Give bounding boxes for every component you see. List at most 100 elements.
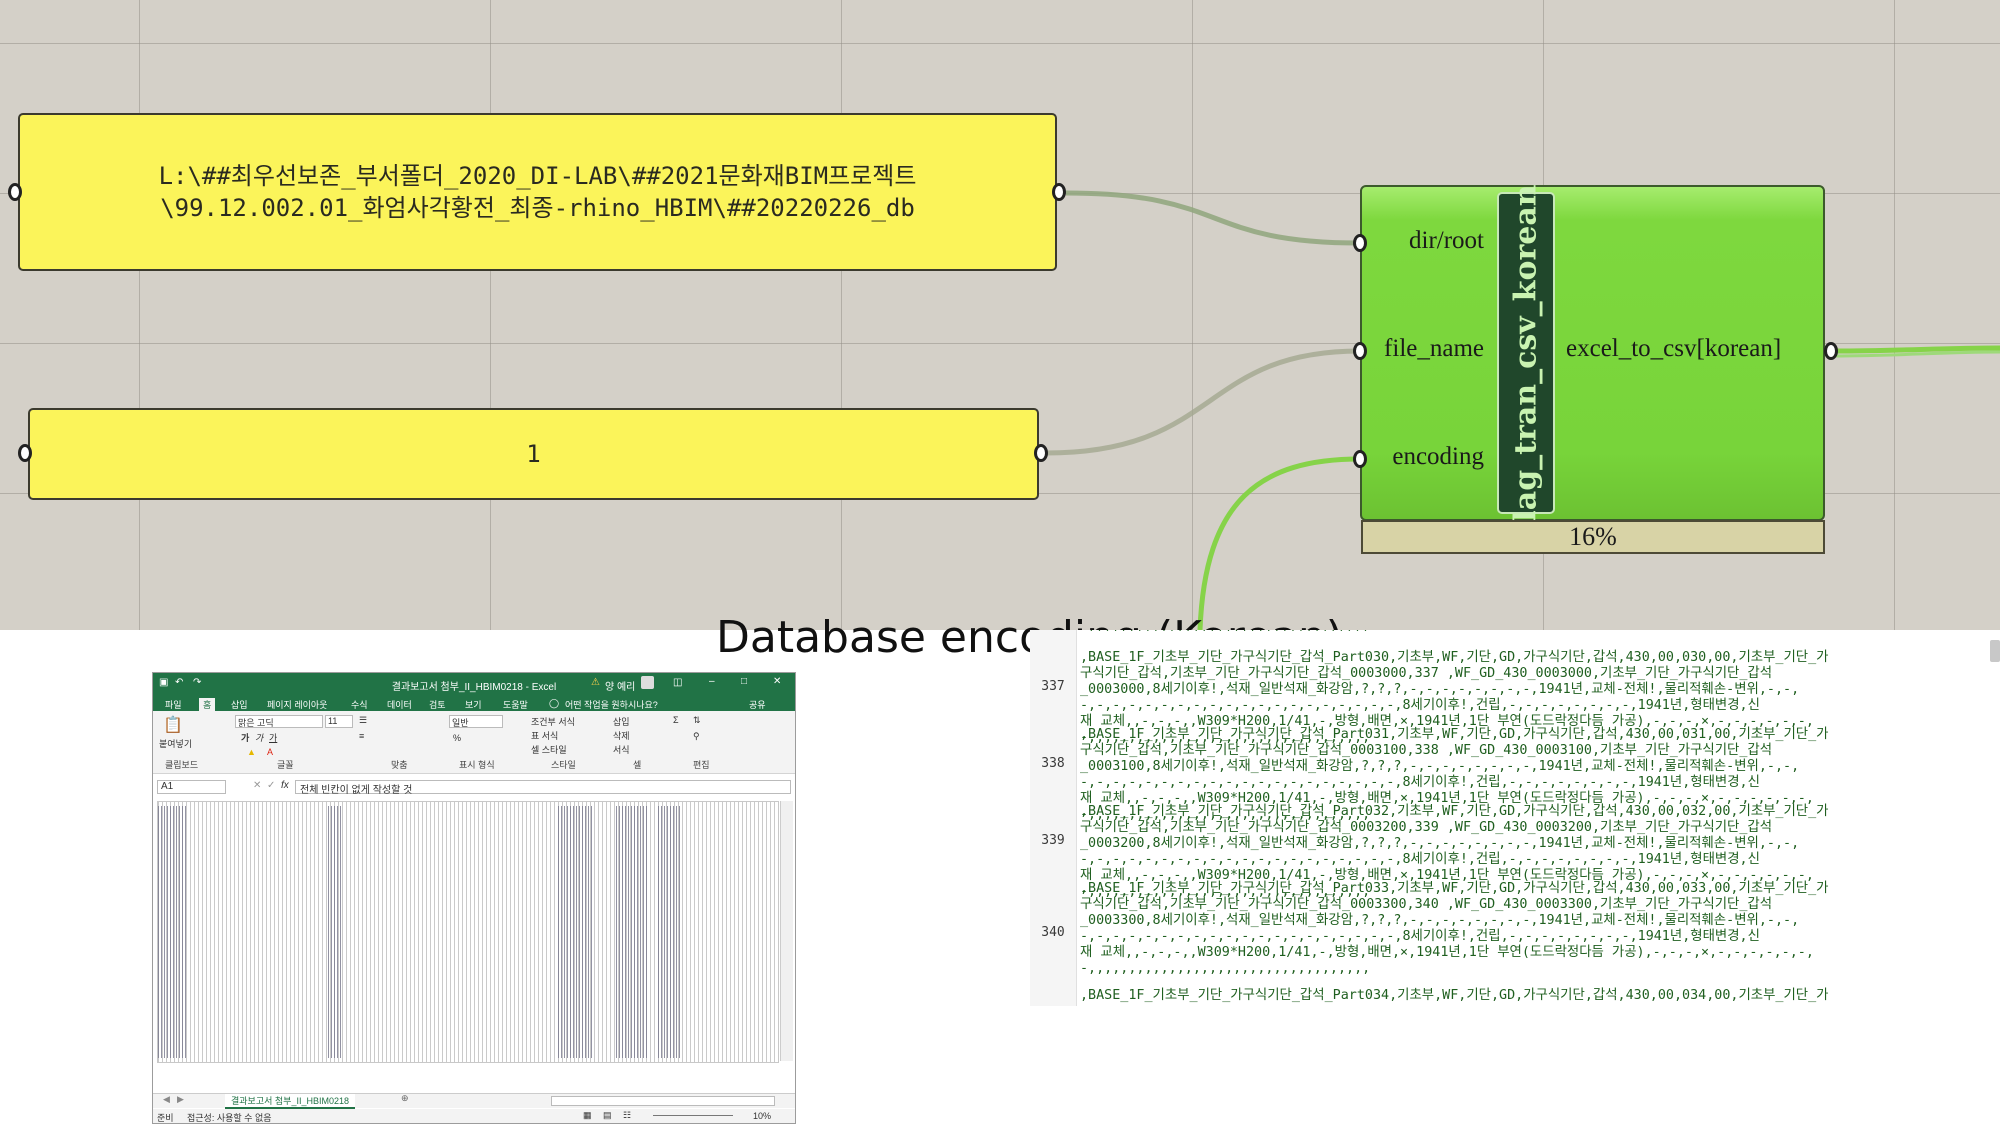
dir-root-grip[interactable] xyxy=(1353,234,1367,252)
status-bar: 준비 접근성: 사용할 수 없음 ▦ ▤ ☷ 10% xyxy=(153,1109,795,1123)
avatar[interactable] xyxy=(641,676,654,689)
undo-icon[interactable]: ↶ xyxy=(175,677,184,688)
output-excel-to-csv[interactable]: excel_to_csv[korean] xyxy=(1566,335,1782,362)
log-scrollbar[interactable] xyxy=(1990,640,2000,662)
tell-me-box[interactable]: 어떤 작업을 원하시나요? xyxy=(565,700,658,710)
normal-view-icon[interactable]: ▦ xyxy=(583,1110,592,1120)
sort-filter-icon[interactable]: ⇅ xyxy=(693,715,701,725)
bold-button[interactable]: 가 xyxy=(241,733,250,743)
number-panel-output-grip[interactable] xyxy=(1034,444,1048,462)
conditional-format-button[interactable]: 조건부 서식 xyxy=(531,717,575,727)
log-row[interactable]: 338,BASE_1F_기초부_기단_가구식기단_갑석_Part031,기초부,… xyxy=(1030,725,2000,822)
component-name-strip xyxy=(1497,192,1555,514)
data-band xyxy=(658,806,682,1058)
format-cells-button[interactable]: 서식 xyxy=(613,745,630,755)
zoom-slider[interactable] xyxy=(653,1115,733,1116)
save-icon[interactable]: ▣ xyxy=(159,677,169,688)
number-panel[interactable]: 1 xyxy=(28,408,1039,500)
share-button[interactable]: 공유 xyxy=(749,700,766,710)
worksheet-grid[interactable] xyxy=(157,801,779,1063)
underline-button[interactable]: 가 xyxy=(269,733,278,743)
tab-home[interactable]: 홈 xyxy=(199,698,216,711)
path-panel-input-grip[interactable] xyxy=(8,183,22,201)
progress-bar: 16% xyxy=(1361,520,1825,554)
vertical-scrollbar[interactable] xyxy=(780,801,793,1061)
fill-color-icon[interactable]: ▲ xyxy=(247,747,256,757)
tab-page-layout[interactable]: 페이지 레이아웃 xyxy=(267,700,328,710)
group-number: 표시 형식 xyxy=(459,760,495,770)
percent-icon[interactable]: % xyxy=(453,733,462,743)
find-icon[interactable]: ⚲ xyxy=(693,731,700,741)
ribbon-display-icon[interactable]: ◫ xyxy=(673,677,683,688)
log-row[interactable]: 340,BASE_1F_기초부_기단_가구식기단_갑석_Part033,기초부,… xyxy=(1030,879,2000,986)
minimize-icon[interactable]: – xyxy=(709,676,715,687)
cell-style-button[interactable]: 셀 스타일 xyxy=(531,745,567,755)
tab-help[interactable]: 도움말 xyxy=(503,700,528,710)
component-lag-tran-csv-korean[interactable] xyxy=(1360,185,1825,521)
formula-input[interactable]: 전체 빈칸이 없게 작성할 것 xyxy=(295,780,791,796)
accessibility-status[interactable]: 접근성: 사용할 수 없음 xyxy=(187,1113,272,1123)
enter-icon[interactable]: ✓ xyxy=(267,780,276,791)
path-line-2: \99.12.002.01_화엄사각황전_최종-rhino_HBIM\##202… xyxy=(160,194,915,222)
italic-button[interactable]: 가 xyxy=(255,733,264,743)
autosum-icon[interactable]: Σ xyxy=(673,715,679,725)
data-band xyxy=(616,806,648,1058)
tab-data[interactable]: 데이터 xyxy=(387,700,412,710)
sheet-next-icon[interactable]: ▶ xyxy=(177,1094,184,1104)
font-name-select[interactable]: 맑은 고딕 xyxy=(235,715,323,728)
group-editing: 편집 xyxy=(693,760,710,770)
tab-formulas[interactable]: 수식 xyxy=(351,700,368,710)
insert-cells-button[interactable]: 삽입 xyxy=(613,717,630,727)
line-number: 339 xyxy=(1030,802,1077,879)
user-name: 양 예리 xyxy=(605,682,636,693)
ribbon-tabs: 파일 홈 삽입 페이지 레이아웃 수식 데이터 검토 보기 도움말 ◯ 어떤 작… xyxy=(153,695,795,711)
number-panel-input-grip[interactable] xyxy=(18,444,32,462)
horizontal-scrollbar[interactable] xyxy=(551,1096,775,1106)
font-size-select[interactable]: 11 xyxy=(325,715,353,728)
maximize-icon[interactable]: □ xyxy=(741,676,748,687)
add-sheet-icon[interactable]: ⊕ xyxy=(401,1093,409,1103)
input-file-name[interactable]: file_name xyxy=(1384,335,1484,362)
tab-view[interactable]: 보기 xyxy=(465,700,482,710)
align-left-icon[interactable]: ≡ xyxy=(359,731,365,741)
align-top-icon[interactable]: ☰ xyxy=(359,715,368,725)
tab-review[interactable]: 검토 xyxy=(429,700,446,710)
log-row[interactable]: ,BASE_1F_기초부_기단_가구식기단_갑석_Part034,기초부,WF,… xyxy=(1030,986,2000,1006)
excel-window[interactable]: ▣ ↶ ↷ 결과보고서 첨부_II_HBIM0218 - Excel ⚠ 양 예… xyxy=(152,672,796,1124)
font-color-icon[interactable]: A xyxy=(267,747,274,757)
number-format-select[interactable]: 일반 xyxy=(449,715,503,728)
excel-title: 결과보고서 첨부_II_HBIM0218 - Excel xyxy=(391,682,557,693)
ribbon: 📋 붙여넣기 맑은 고딕 11 가 가 가 ▲ A ☰ ≡ 일반 % 조건부 서… xyxy=(153,711,795,774)
delete-cells-button[interactable]: 삭제 xyxy=(613,731,630,741)
page-layout-icon[interactable]: ▤ xyxy=(603,1110,612,1120)
file-name-grip[interactable] xyxy=(1353,342,1367,360)
tab-insert[interactable]: 삽입 xyxy=(231,700,248,710)
path-panel[interactable]: L:\##최우선보존_부서폴더_2020_DI-LAB\##2021문화재BIM… xyxy=(18,113,1057,271)
line-number: 336 xyxy=(1030,630,1077,648)
output-grip[interactable] xyxy=(1824,342,1838,360)
log-row[interactable]: 339,BASE_1F_기초부_기단_가구식기단_갑석_Part032,기초부,… xyxy=(1030,802,2000,899)
paste-label[interactable]: 붙여넣기 xyxy=(159,739,193,749)
name-box[interactable]: A1 xyxy=(157,780,226,794)
log-row[interactable]: 336,BASE_1F_기초부_기단_가구식기단_갑석_0002900,336 … xyxy=(1030,630,2000,648)
close-icon[interactable]: ✕ xyxy=(773,676,782,687)
sheet-tab[interactable]: 결과보고서 첨부_II_HBIM0218 xyxy=(225,1094,355,1109)
encoding-grip[interactable] xyxy=(1353,450,1367,468)
function-icon[interactable]: fx xyxy=(281,780,289,791)
path-panel-output-grip[interactable] xyxy=(1052,183,1066,201)
path-line-1: L:\##최우선보존_부서폴더_2020_DI-LAB\##2021문화재BIM… xyxy=(158,162,917,190)
page-break-icon[interactable]: ☷ xyxy=(623,1110,632,1120)
input-encoding[interactable]: encoding xyxy=(1392,443,1484,470)
cancel-icon[interactable]: ✕ xyxy=(253,780,262,791)
table-format-button[interactable]: 표 서식 xyxy=(531,731,559,741)
tab-file[interactable]: 파일 xyxy=(165,700,182,710)
redo-icon[interactable]: ↷ xyxy=(193,677,202,688)
progress-label: 16% xyxy=(1569,522,1617,551)
log-row[interactable]: 337,BASE_1F_기초부_기단_가구식기단_갑석_Part030,기초부,… xyxy=(1030,648,2000,745)
input-dir-root[interactable]: dir/root xyxy=(1409,227,1484,254)
line-number xyxy=(1030,986,1077,1006)
csv-text-view[interactable]: 336,BASE_1F_기초부_기단_가구식기단_갑석_0002900,336 … xyxy=(1030,630,2000,1125)
log-text: ,BASE_1F_기초부_기단_가구식기단_갑석_Part030,기초부,WF,… xyxy=(1080,650,1829,745)
sheet-prev-icon[interactable]: ◀ xyxy=(163,1094,170,1104)
paste-icon[interactable]: 📋 xyxy=(163,717,183,734)
